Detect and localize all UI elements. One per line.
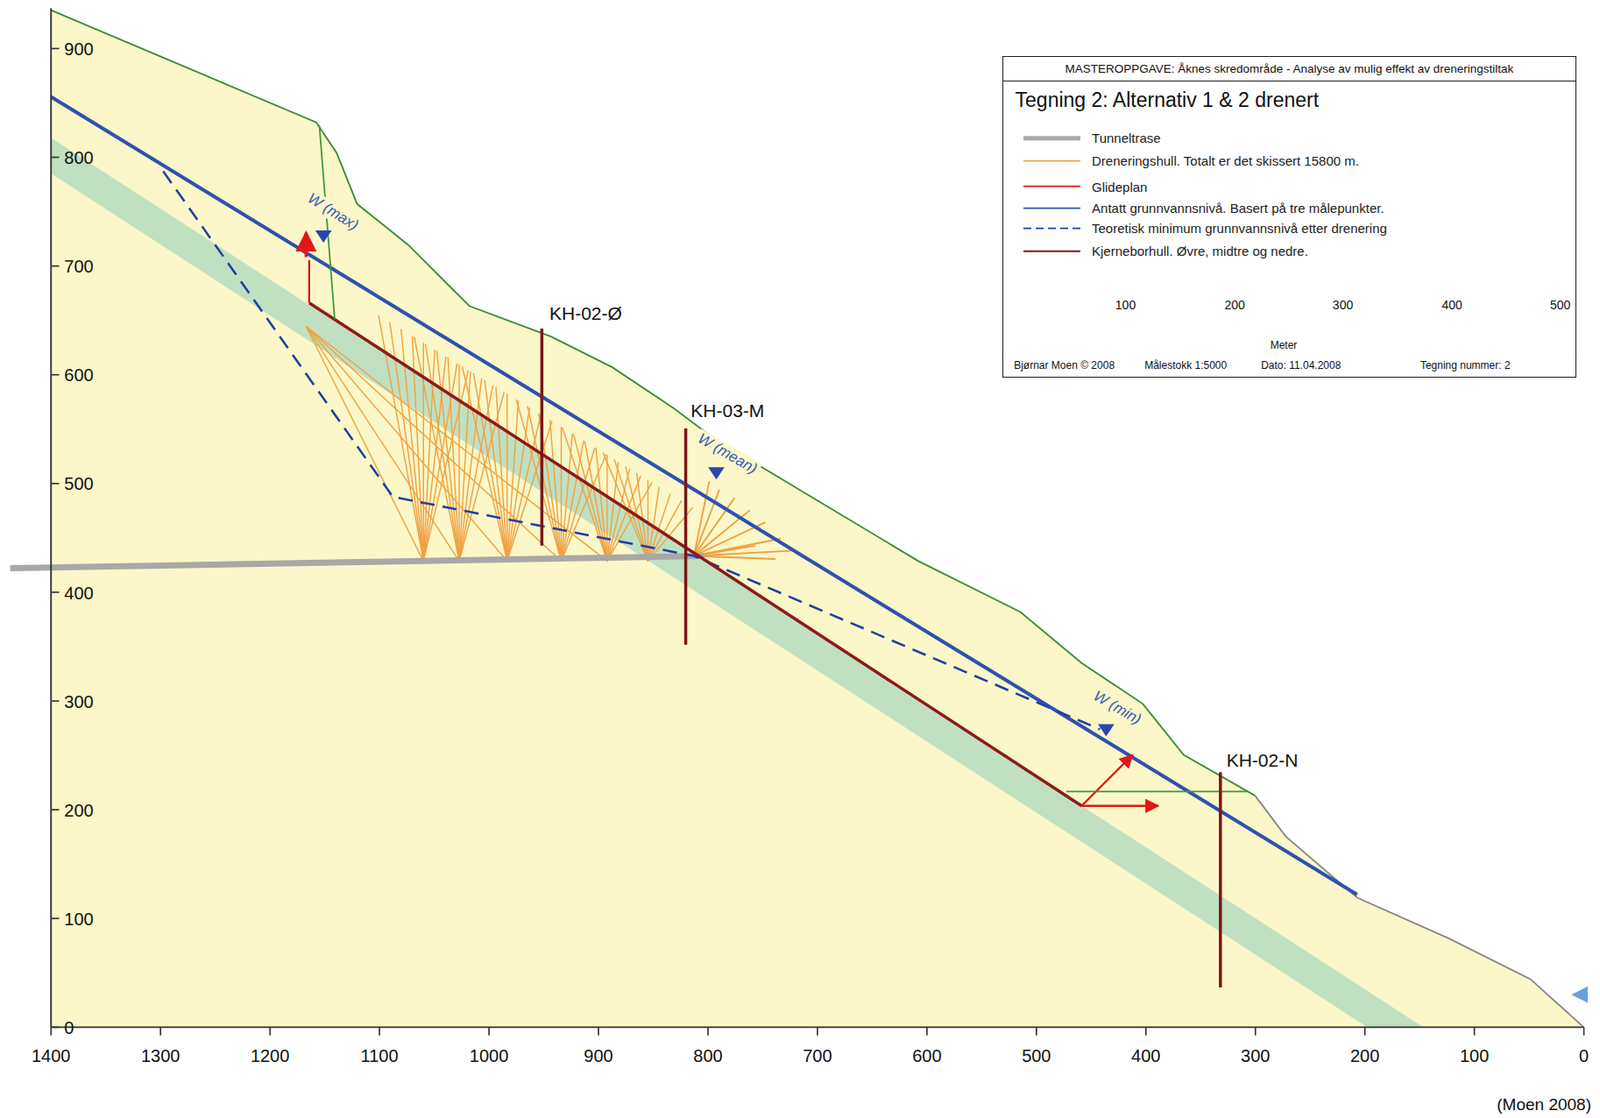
water-marker <box>315 230 333 243</box>
legend-row: Glideplan <box>1023 176 1147 197</box>
scale-number: 200 <box>1224 297 1245 312</box>
footer-cell: Dato: 11.04.2008 <box>1260 359 1341 372</box>
legend-row: Teoretisk minimum grunnvannsnivå etter d… <box>1023 218 1388 239</box>
legend-row: Dreneringshull. Totalt er det skissert 1… <box>1023 150 1360 171</box>
title-block: MASTEROPPGAVE: Åknes skredområde - Analy… <box>1002 56 1578 378</box>
scale-unit: Meter <box>1270 339 1298 352</box>
legend-swatch <box>1023 198 1081 219</box>
axis-label: 300 <box>1240 1046 1270 1067</box>
axis-label: 800 <box>693 1046 723 1067</box>
legend-text: Glideplan <box>1091 179 1147 195</box>
axis-label: 600 <box>63 365 93 386</box>
axis-ticks <box>50 48 1584 1035</box>
borehole <box>540 328 544 546</box>
axis-label: 600 <box>912 1046 942 1067</box>
legend-text: Tunneltrase <box>1091 130 1162 146</box>
axis-label: 200 <box>1350 1046 1380 1067</box>
axis-label: 100 <box>1459 1046 1489 1067</box>
axis-label: 1200 <box>250 1046 291 1067</box>
glide-plane <box>309 303 1083 807</box>
footer-cell: Bjørnar Moen © 2008 <box>1013 359 1115 372</box>
force-arrow <box>304 232 308 257</box>
glide-back <box>308 260 311 304</box>
borehole-label: KH-02-N <box>1226 750 1299 772</box>
axes <box>50 7 1584 1027</box>
min-groundwater <box>162 171 1100 730</box>
axis-label: 900 <box>63 38 93 59</box>
legend-swatch <box>1023 150 1081 171</box>
legend-swatch <box>1023 127 1081 149</box>
legend-row: Kjerneborhull. Øvre, midtre og nedre. <box>1023 240 1309 262</box>
legend-swatch <box>1023 218 1081 239</box>
drawing-title: Tegning 2: Alternativ 1 & 2 drenert <box>1003 81 1577 113</box>
force-arrow <box>1081 755 1133 807</box>
axis-label: 800 <box>63 148 93 169</box>
footer-cell: Tegning nummer: 2 <box>1420 359 1511 372</box>
borehole-label: KH-03-M <box>690 400 765 422</box>
axis-label: 700 <box>63 256 93 277</box>
axis-label: 500 <box>1021 1046 1051 1067</box>
axis-label: 500 <box>63 474 93 495</box>
axis-label: 1300 <box>141 1046 181 1067</box>
legend-swatch <box>1023 176 1081 197</box>
scale-number: 500 <box>1550 297 1571 312</box>
legend-text: Kjerneborhull. Øvre, midtre og nedre. <box>1091 243 1309 259</box>
axis-label: 700 <box>802 1046 832 1067</box>
axis-label: 400 <box>63 582 93 603</box>
legend-swatch <box>1023 240 1081 262</box>
drain-holes <box>305 315 791 561</box>
borehole-label: KH-02-Ø <box>549 303 623 325</box>
axis-label: 1100 <box>361 1046 399 1067</box>
axis-label: 200 <box>63 800 93 821</box>
figure-caption: (Moen 2008) <box>1496 1095 1592 1115</box>
block-header: MASTEROPPGAVE: Åknes skredområde - Analy… <box>1003 56 1577 82</box>
water-marker <box>707 467 725 480</box>
borehole <box>684 428 687 645</box>
axis-label: 1000 <box>469 1046 510 1067</box>
axis-label: 100 <box>63 909 93 930</box>
legend-row: Tunneltrase <box>1023 127 1162 149</box>
scale-number: 400 <box>1441 297 1462 312</box>
axis-label: 400 <box>1131 1046 1161 1067</box>
axis-label: 900 <box>583 1046 613 1067</box>
force-arrow <box>1081 805 1158 808</box>
tunnel <box>10 556 705 569</box>
axis-label: 0 <box>63 1018 74 1039</box>
sea-marker <box>1571 986 1588 1004</box>
legend-text: Antatt grunnvannsnivå. Basert på tre mål… <box>1091 200 1385 216</box>
legend-row: Antatt grunnvannsnivå. Basert på tre mål… <box>1023 198 1385 219</box>
footer-cell: Målestokk 1:5000 <box>1144 359 1227 372</box>
scale-number: 100 <box>1115 297 1136 312</box>
scale-number: 300 <box>1332 297 1353 312</box>
legend-text: Dreneringshull. Totalt er det skissert 1… <box>1091 153 1360 169</box>
axis-label: 0 <box>1578 1046 1589 1067</box>
borehole <box>1218 771 1222 988</box>
legend-text: Teoretisk minimum grunnvannsnivå etter d… <box>1091 220 1388 236</box>
terrain-surface-lower <box>1254 795 1584 1027</box>
axis-label: 300 <box>63 691 93 712</box>
axis-label: 1400 <box>31 1046 71 1067</box>
water-marker <box>1097 724 1115 737</box>
terrain-fill <box>50 10 1584 1028</box>
